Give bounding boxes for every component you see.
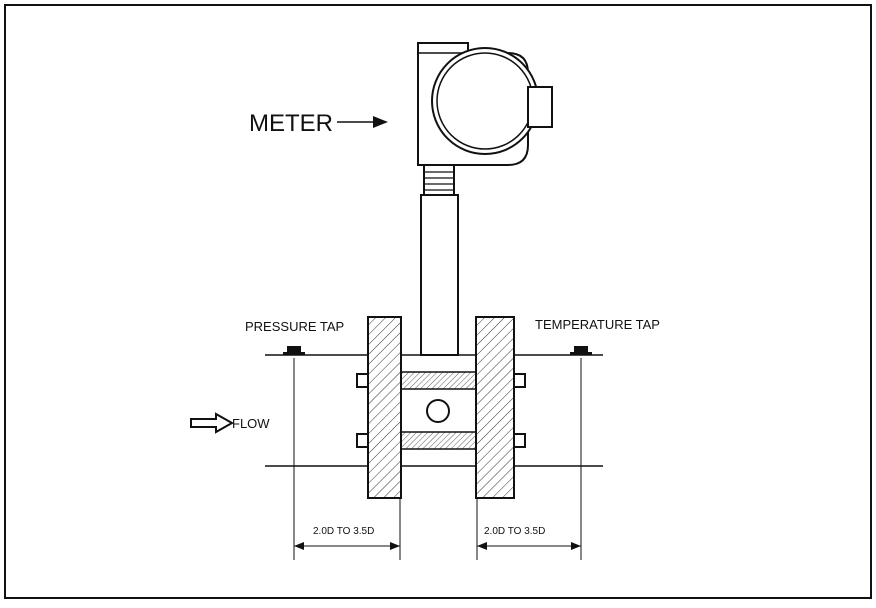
dim-arrow-right-end — [571, 542, 581, 550]
flange-left — [367, 316, 402, 499]
dim-arrow-left-end — [390, 542, 400, 550]
dim-arrow-right-start — [477, 542, 487, 550]
bolt-lower — [400, 431, 477, 450]
meter-body — [400, 354, 477, 467]
meter-label: METER — [249, 110, 333, 137]
temperature-tap-fitting — [574, 346, 588, 355]
flow-arrow-icon — [190, 412, 235, 434]
outer-frame — [4, 4, 872, 599]
dim-arrow-left-start — [294, 542, 304, 550]
meter-display-inner — [436, 52, 534, 150]
flange-right — [475, 316, 515, 499]
nut-right-lower — [513, 433, 526, 448]
nut-left-lower — [356, 433, 369, 448]
meter-side-cap — [527, 86, 553, 128]
flow-label: FLOW — [232, 416, 270, 431]
dim-label-left: 2.0D TO 3.5D — [313, 526, 374, 537]
pressure-tap — [283, 346, 305, 355]
temperature-tap-label: TEMPERATURE TAP — [535, 317, 660, 332]
nut-right-upper — [513, 373, 526, 388]
nut-left-upper — [356, 373, 369, 388]
bolt-upper — [400, 371, 477, 390]
pressure-tap-base — [283, 352, 305, 355]
temperature-tap — [570, 346, 592, 355]
meter-arrow-head — [373, 116, 388, 128]
dim-label-right: 2.0D TO 3.5D — [484, 526, 545, 537]
meter-head — [417, 42, 553, 356]
temperature-tap-base — [570, 352, 592, 355]
pressure-tap-label: PRESSURE TAP — [245, 319, 344, 334]
bluff-body — [426, 399, 450, 423]
pressure-tap-fitting — [287, 346, 301, 355]
meter-stem — [420, 194, 459, 356]
